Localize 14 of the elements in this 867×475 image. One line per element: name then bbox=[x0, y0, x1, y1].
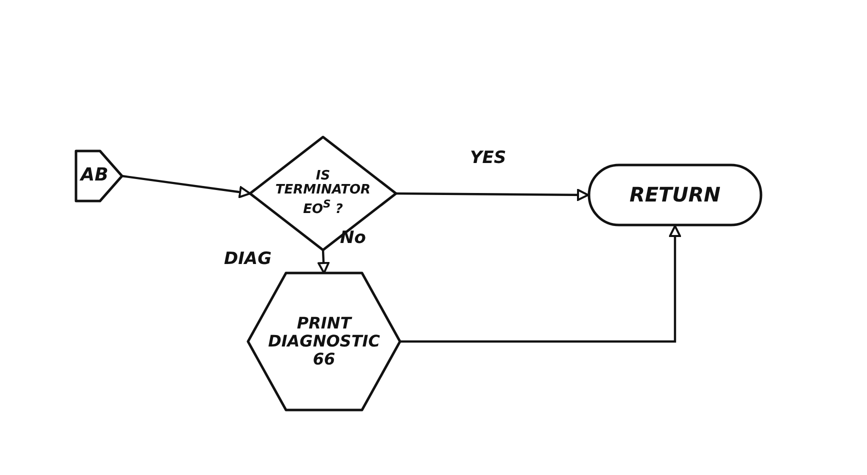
node-text: RETURN bbox=[628, 184, 722, 206]
node-text: AB bbox=[78, 166, 110, 186]
arrow bbox=[318, 250, 330, 274]
arrow bbox=[396, 188, 589, 201]
edge-label: YES bbox=[470, 148, 506, 168]
node-text: PRINT DIAGNOSTIC 66 bbox=[267, 314, 381, 370]
node-text: IS TERMINATOR EO$^{S}$ ? bbox=[274, 168, 372, 218]
process-hexagon bbox=[248, 273, 400, 410]
arrow bbox=[122, 174, 251, 198]
connector-symbol bbox=[75, 150, 122, 202]
terminal-box bbox=[588, 164, 762, 226]
decision-diamond bbox=[250, 137, 396, 250]
node-caption: DIAG bbox=[224, 249, 272, 269]
arrow bbox=[400, 225, 681, 343]
